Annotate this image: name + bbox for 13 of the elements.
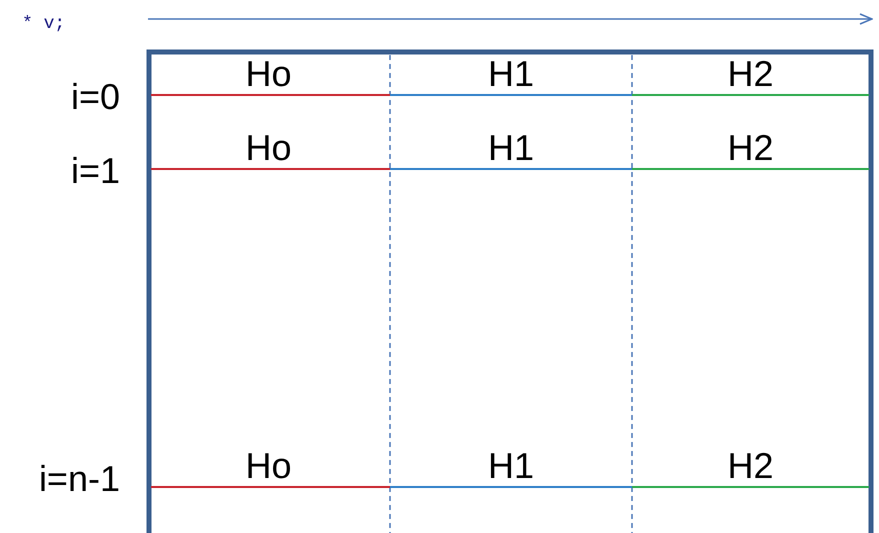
segment-label: H2 — [727, 54, 774, 94]
row-index-label: i=1 — [70, 151, 120, 191]
segment-label: Ho — [245, 446, 292, 486]
segment-label: H2 — [727, 128, 774, 168]
segment-label: H1 — [488, 54, 534, 94]
segment-label: H1 — [488, 446, 534, 486]
segment-label: Ho — [245, 128, 292, 168]
row-index-label: i=0 — [70, 77, 120, 117]
segment-label: H2 — [727, 446, 774, 486]
code-fragment: * v; — [22, 14, 66, 34]
segment-label: Ho — [245, 54, 292, 94]
row-index-label: i=n-1 — [38, 459, 120, 499]
segment-label: H1 — [488, 128, 534, 168]
